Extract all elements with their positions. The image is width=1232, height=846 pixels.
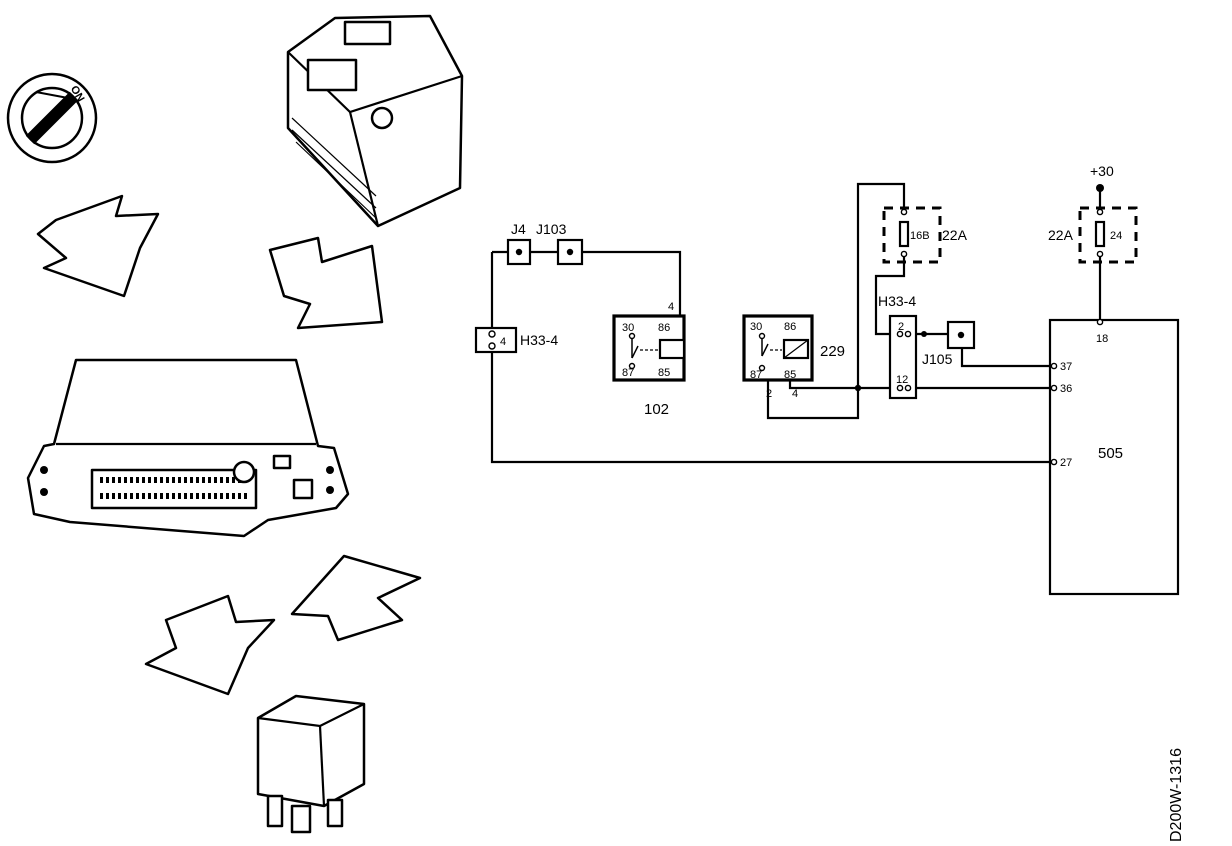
h33-left-pin: 4 [500, 336, 506, 348]
connector-h33-right: H33-4 2 12 [878, 293, 918, 400]
arrow-down-left-icon [268, 236, 384, 330]
relay-229-t30: 30 [750, 321, 762, 333]
relay-102-label: 102 [644, 401, 669, 418]
supply-label: +30 [1090, 163, 1114, 179]
ecu-pin-27: 27 [1060, 457, 1072, 469]
fuse-16b: 16B 22A [882, 206, 968, 264]
relay-229-pin-right: 4 [792, 388, 798, 400]
ignition-switch-icon: ON [6, 72, 98, 164]
relay-229-t87: 87 [750, 369, 762, 381]
ecu-label: 505 [1098, 445, 1123, 462]
relay-102-t86: 86 [658, 322, 670, 334]
relay-229-label: 229 [820, 343, 845, 360]
j105-label: J105 [922, 351, 953, 367]
fuse-16b-box: 22A [942, 227, 968, 243]
relay-229-t86: 86 [784, 321, 796, 333]
relay-229-t85: 85 [784, 369, 796, 381]
fuse-16b-number: 16B [910, 230, 930, 242]
fuse-24: +30 24 22A [1048, 163, 1138, 264]
ecu-505: 18 37 36 27 505 [1048, 318, 1180, 596]
fuse-24-number: 24 [1110, 230, 1122, 242]
relay-102-pin-top: 4 [668, 301, 674, 313]
arrow-down-left-icon-2 [144, 594, 276, 696]
relay-229-pin-left: 2 [766, 388, 772, 400]
h33-left-label: H33-4 [520, 332, 558, 348]
ecu-pin-18: 18 [1096, 333, 1108, 345]
h33-right-pin-top: 2 [898, 321, 904, 333]
relay-102-t30: 30 [622, 322, 634, 334]
relay-icon [256, 694, 366, 834]
h33-right-pin-bottom: 12 [896, 374, 908, 386]
connector-j103: J103 [536, 221, 584, 266]
control-unit-icon [26, 358, 350, 538]
relay-102-t85: 85 [658, 367, 670, 379]
relay-229: 30 86 87 85 229 2 4 [742, 314, 845, 400]
ecu-pin-37: 37 [1060, 361, 1072, 373]
j103-label: J103 [536, 221, 567, 237]
connector-h33-left: 4 H33-4 [474, 326, 558, 354]
battery-icon [286, 14, 464, 228]
connector-j105: J105 [922, 320, 976, 367]
arrow-down-right-icon [36, 194, 160, 298]
relay-102-t87: 87 [622, 367, 634, 379]
relay-102: 4 30 86 87 85 102 [612, 301, 686, 418]
h33-right-label: H33-4 [878, 293, 916, 309]
connector-j4: J4 [506, 221, 532, 266]
figure-code: D200W-1316 [1168, 748, 1185, 842]
arrow-up-right-icon [290, 554, 422, 642]
ecu-pin-36: 36 [1060, 383, 1072, 395]
fuse-24-box: 22A [1048, 227, 1074, 243]
j4-label: J4 [511, 221, 526, 237]
